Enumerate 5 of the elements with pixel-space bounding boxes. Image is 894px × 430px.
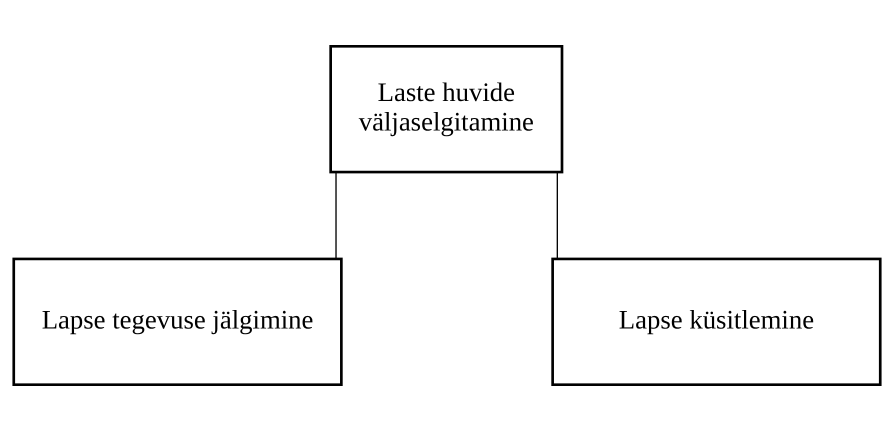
node-box: Lapse tegevuse jälgimine (12, 257, 343, 386)
node-box: Lapse küsitlemine (551, 257, 882, 386)
connector (335, 172, 337, 258)
connector (556, 172, 558, 258)
node-box: Laste huvide väljaselgitamine (329, 44, 564, 173)
